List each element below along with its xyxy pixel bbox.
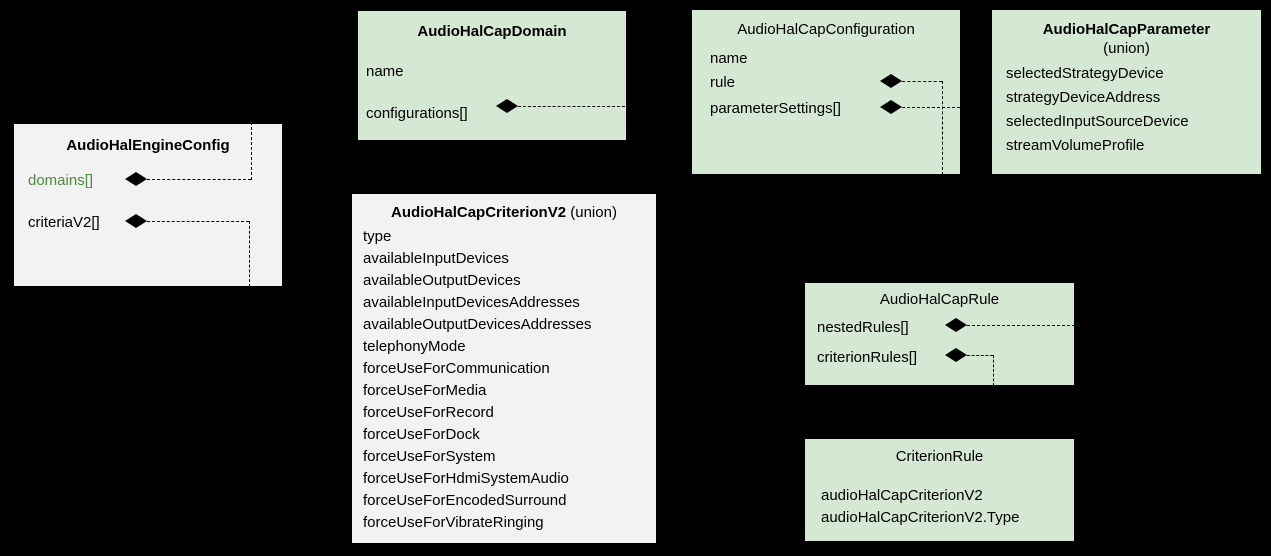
class-title-audiohalcapparameter: AudioHalCapParameter (1042, 21, 1211, 38)
composition-diamond-rule (880, 74, 902, 88)
attribute-domains: domains[] (28, 172, 94, 189)
attribute-parametersettings: parameterSettings[] (710, 100, 841, 117)
connector-domains-horizontal (147, 179, 251, 180)
class-box-audiohalcaprule[interactable]: AudioHalCapRule nestedRules[] criterionR… (804, 282, 1075, 386)
attribute-type: type (363, 228, 392, 245)
connector-parametersettings-horizontal (902, 107, 990, 108)
class-title-audiohalcapcriterionv2: AudioHalCapCriterionV2 (union) (352, 204, 656, 221)
attribute-availableinputdevices: availableInputDevices (363, 250, 509, 267)
class-box-audiohalcapcriterionv2[interactable]: AudioHalCapCriterionV2 (union) type avai… (351, 193, 657, 544)
composition-diamond-criterionrules (945, 348, 967, 362)
attribute-forceuseformedia: forceUseForMedia (363, 382, 487, 399)
connector-configurations-stub-left (684, 107, 692, 108)
connector-rule-vertical (942, 81, 943, 175)
composition-diamond-domains (125, 172, 147, 186)
attribute-selectedinputsourcedevice: selectedInputSourceDevice (1006, 113, 1189, 130)
attribute-forceuseforrecord: forceUseForRecord (363, 404, 494, 421)
class-box-audiohalengineconfig[interactable]: AudioHalEngineConfig domains[] criteriaV… (13, 123, 283, 287)
class-title-audiohalcaprule: AudioHalCapRule (879, 291, 1000, 308)
attribute-strategydeviceaddress: strategyDeviceAddress (1006, 89, 1161, 106)
attribute-criteriav2: criteriaV2[] (28, 214, 100, 231)
attribute-criterionrules: criterionRules[] (817, 349, 918, 366)
class-box-audiohalcapconfiguration[interactable]: AudioHalCapConfiguration name rule param… (691, 9, 961, 175)
attribute-availableinputdevicesaddresses: availableInputDevicesAddresses (363, 294, 580, 311)
attribute-telephonymode: telephonyMode (363, 338, 466, 355)
attribute-forceusefordock: forceUseForDock (363, 426, 480, 443)
connector-criteriav2-vertical (249, 221, 250, 287)
connector-criterionrules-vertical (993, 355, 994, 386)
class-title-audiohalcapdomain: AudioHalCapDomain (417, 23, 567, 40)
class-title-audiohalengineconfig: AudioHalEngineConfig (66, 137, 230, 154)
attribute-forceuseforcommunication: forceUseForCommunication (363, 360, 550, 377)
attribute-name-domain: name (366, 63, 404, 80)
class-title-text-criterionv2: AudioHalCapCriterionV2 (391, 204, 567, 221)
class-title-criterionrule: CriterionRule (895, 448, 984, 465)
class-box-audiohalcapdomain[interactable]: AudioHalCapDomain name configurations[] (357, 10, 627, 141)
attribute-name-configuration: name (710, 50, 748, 67)
composition-diamond-parametersettings (880, 100, 902, 114)
attribute-availableoutputdevicesaddresses: availableOutputDevicesAddresses (363, 316, 592, 333)
class-title-union-criterionv2: (union) (570, 204, 617, 221)
connector-nestedrules-horizontal (967, 325, 1075, 326)
attribute-configurations: configurations[] (366, 105, 468, 122)
composition-diamond-nestedrules (945, 318, 967, 332)
attribute-forceuseforencodedsurround: forceUseForEncodedSurround (363, 492, 567, 509)
attribute-audiohalcapcriterionv2: audioHalCapCriterionV2 (821, 487, 983, 504)
connector-criteriav2-horizontal (147, 221, 249, 222)
attribute-selectedstrategydevice: selectedStrategyDevice (1006, 65, 1164, 82)
attribute-rule: rule (710, 74, 736, 91)
class-subtitle-audiohalcapparameter: (union) (1103, 40, 1150, 57)
attribute-streamvolumeprofile: streamVolumeProfile (1006, 137, 1145, 154)
connector-configurations-horizontal (518, 106, 714, 107)
composition-diamond-criteriav2 (125, 214, 147, 228)
connector-rule-horizontal (902, 81, 942, 82)
composition-diamond-configurations (496, 99, 518, 113)
connector-domains-vertical (251, 122, 252, 180)
class-title-audiohalcapconfiguration: AudioHalCapConfiguration (737, 21, 915, 38)
attribute-forceuseforvibrateringing: forceUseForVibrateRinging (363, 514, 544, 531)
class-box-audiohalcapparameter[interactable]: AudioHalCapParameter (union) selectedStr… (991, 9, 1262, 175)
connector-criterionrules-horizontal (967, 355, 993, 356)
attribute-forceuseforsystem: forceUseForSystem (363, 448, 496, 465)
attribute-nestedrules: nestedRules[] (817, 319, 909, 336)
attribute-forceuseforhdmisystemaudio: forceUseForHdmiSystemAudio (363, 470, 569, 487)
attribute-availableoutputdevices: availableOutputDevices (363, 272, 521, 289)
class-box-criterionrule[interactable]: CriterionRule audioHalCapCriterionV2 aud… (804, 438, 1075, 542)
attribute-audiohalcapcriterionv2-type: audioHalCapCriterionV2.Type (821, 509, 1020, 526)
